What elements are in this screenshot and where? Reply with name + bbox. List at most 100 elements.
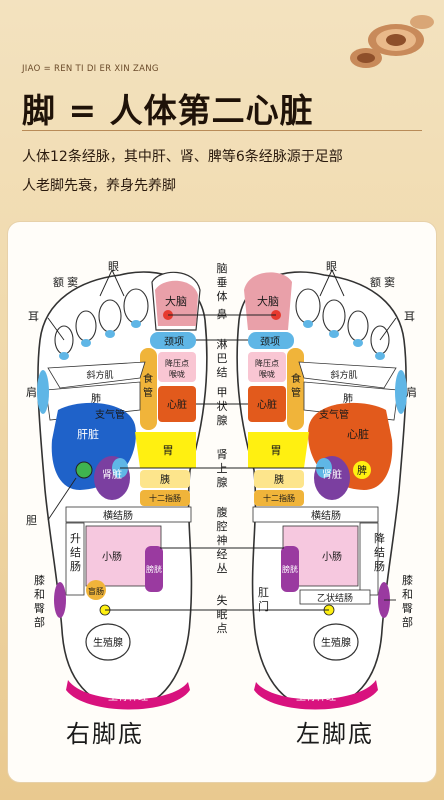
throat-label: 喉咙	[259, 369, 275, 379]
center-label: 点	[217, 622, 228, 635]
center-label: 腹	[217, 505, 228, 519]
anus-label: 肛	[258, 586, 269, 599]
right-foot-outer-labels: 额 窦 眼 耳 肩 胆 升 结 肠 膝 和 臀 部	[26, 260, 119, 629]
heart-organ-label: 心脏	[347, 428, 369, 441]
center-labels: 脑 垂 体 鼻 淋 巴 结 甲 状 腺 肾 上 腺 腹 腔 神 经 丛 失 眠 …	[217, 262, 228, 635]
brain-label: 大脑	[257, 294, 279, 308]
kidney-label: 肾脏	[102, 468, 122, 481]
center-label: 甲	[217, 386, 228, 399]
sinus-label: 窦	[67, 276, 78, 289]
esophagus-label: 食	[143, 372, 153, 385]
bp-point-label: 降压点	[165, 358, 189, 368]
pancreas-label: 胰	[274, 473, 284, 486]
header: JIAO = REN TI DI ER XIN ZANG 脚 = 人体第二心脏 …	[0, 0, 444, 220]
bladder-label: 膀胱	[146, 564, 162, 574]
eye-label: 眼	[326, 260, 337, 273]
center-label: 状	[217, 399, 228, 413]
descending-colon-label: 肠	[374, 560, 385, 573]
center-label: 腔	[217, 519, 228, 533]
knee-label: 和	[34, 588, 45, 601]
center-label: 垂	[217, 276, 228, 289]
small-intestine-label: 小肠	[322, 551, 342, 563]
right-foot	[37, 271, 208, 710]
descending-colon-label: 降	[374, 531, 385, 545]
knee-label: 部	[34, 615, 45, 629]
center-label: 肾	[217, 448, 228, 461]
trapezius-label: 斜方肌	[86, 369, 113, 381]
knee-label: 和	[402, 588, 413, 601]
center-label: 脑	[217, 262, 228, 275]
trapezius-label: 斜方肌	[330, 369, 357, 381]
ascending-colon-label: 升	[70, 532, 81, 545]
left-foot-zone-labels: 大脑 颈项 斜方肌 肺 支气管 食 管 降压点 喉咙 心脏 心脏 肾脏 脾 胃 …	[255, 294, 369, 703]
divider	[22, 130, 422, 131]
trachea-label: 支气管	[95, 408, 125, 421]
ear-label: 耳	[28, 310, 39, 323]
brain-label: 大脑	[165, 294, 187, 308]
right-foot-caption: 右脚底	[66, 720, 144, 748]
neck-label: 颈项	[260, 336, 280, 348]
knee-label: 膝	[34, 574, 45, 587]
gall-label: 胆	[26, 514, 37, 527]
sciatic-label: 坐骨神经	[296, 690, 336, 703]
trachea-label: 支气管	[319, 408, 349, 421]
transverse-colon-label: 横结肠	[103, 509, 133, 522]
subtitle-en: JIAO = REN TI DI ER XIN ZANG	[22, 64, 159, 74]
esophagus-label: 管	[291, 386, 301, 399]
left-foot	[236, 271, 407, 710]
ascending-colon-label: 结	[70, 546, 81, 559]
transverse-colon-label: 横结肠	[311, 509, 341, 522]
intro-line-1: 人体12条经脉，其中肝、肾、脾等6条经脉源于足部	[22, 149, 343, 165]
ascending-colon-label: 肠	[70, 560, 81, 573]
lung-label: 肺	[343, 393, 353, 405]
descending-colon-label: 结	[374, 546, 385, 559]
shoulder-label: 肩	[26, 385, 37, 399]
heart-label: 心脏	[167, 398, 187, 411]
sciatic-label: 坐骨神经	[108, 690, 148, 703]
esophagus-label: 食	[291, 372, 301, 385]
pancreas-label: 胰	[160, 473, 170, 486]
center-label: 眠	[217, 608, 228, 621]
esophagus-label: 管	[143, 386, 153, 399]
gonad-label: 生殖腺	[93, 636, 123, 649]
center-label: 神	[217, 533, 228, 547]
forehead-label: 额	[53, 276, 64, 289]
center-label: 结	[217, 366, 228, 379]
knee-label: 臀	[34, 602, 45, 615]
knee-label: 部	[402, 615, 413, 629]
eye-label: 眼	[108, 260, 119, 273]
page-title: 脚 = 人体第二心脏	[22, 91, 314, 130]
sinus-label: 窦	[384, 276, 395, 289]
neck-label: 颈项	[164, 336, 184, 348]
left-foot-outer-labels: 额 窦 眼 耳 肩 降 结 肠 肛 门 膝 和 臀 部	[258, 260, 417, 629]
duodenum-label: 十二指肠	[263, 493, 295, 503]
center-label: 淋	[217, 338, 228, 351]
center-label: 鼻	[217, 307, 228, 321]
ear-label: 耳	[404, 310, 415, 323]
small-intestine-label: 小肠	[102, 551, 122, 563]
sigmoid-colon-label: 乙状结肠	[317, 592, 353, 604]
lung-label: 肺	[91, 393, 101, 405]
bladder-label: 膀胱	[282, 564, 298, 574]
shoulder-label: 肩	[406, 385, 417, 399]
heart-label: 心脏	[257, 398, 277, 411]
kidney-label: 肾脏	[322, 468, 342, 481]
anus-label: 门	[258, 599, 269, 613]
cloud-ornament-icon	[350, 15, 434, 68]
center-label: 上	[217, 462, 228, 475]
duodenum-label: 十二指肠	[149, 493, 181, 503]
throat-label: 喉咙	[169, 369, 185, 379]
forehead-label: 额	[370, 276, 381, 289]
gonad-label: 生殖腺	[321, 636, 351, 649]
center-label: 丛	[217, 562, 228, 575]
bp-point-label: 降压点	[255, 358, 279, 368]
center-label: 巴	[217, 352, 228, 365]
spleen-label: 脾	[357, 464, 367, 477]
right-foot-zone-labels: 大脑 颈项 斜方肌 肺 支气管 食 管 降压点 喉咙 心脏 肝脏 肾脏 胃 胰 …	[77, 294, 189, 703]
left-foot-caption: 左脚底	[296, 720, 374, 748]
liver-label: 肝脏	[77, 428, 99, 441]
stomach-label: 胃	[163, 444, 174, 457]
center-label: 腺	[217, 475, 228, 489]
center-label: 腺	[217, 413, 228, 427]
